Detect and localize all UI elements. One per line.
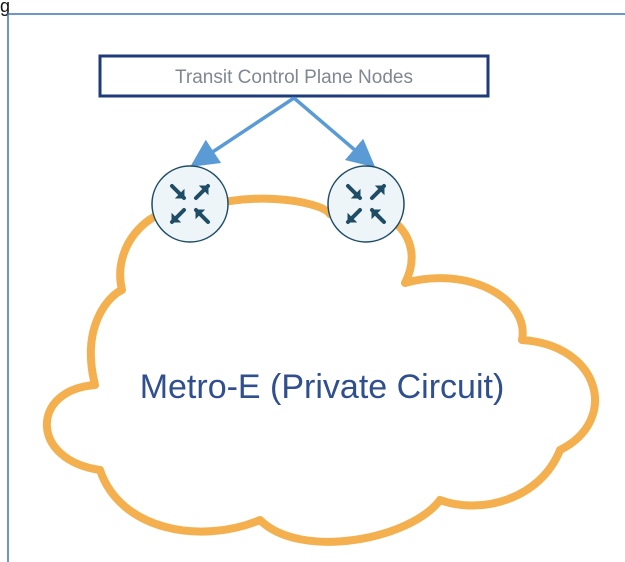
arrow-to-right-node — [292, 96, 376, 168]
control-plane-node-right — [327, 165, 405, 243]
frame-label: g — [0, 0, 11, 16]
router-arrows-icon — [346, 184, 386, 224]
router-icon — [327, 165, 405, 243]
frame-border — [7, 13, 625, 562]
arrow-to-left-node — [190, 96, 295, 167]
title-box — [98, 54, 490, 98]
router-icon — [151, 165, 229, 243]
title-box-label: Transit Control Plane Nodes — [175, 67, 413, 88]
control-plane-node-left — [151, 165, 229, 243]
metro-e-cloud — [42, 194, 599, 546]
router-arrows-icon — [170, 184, 210, 224]
cloud-label: Metro-E (Private Circuit) — [140, 368, 505, 406]
